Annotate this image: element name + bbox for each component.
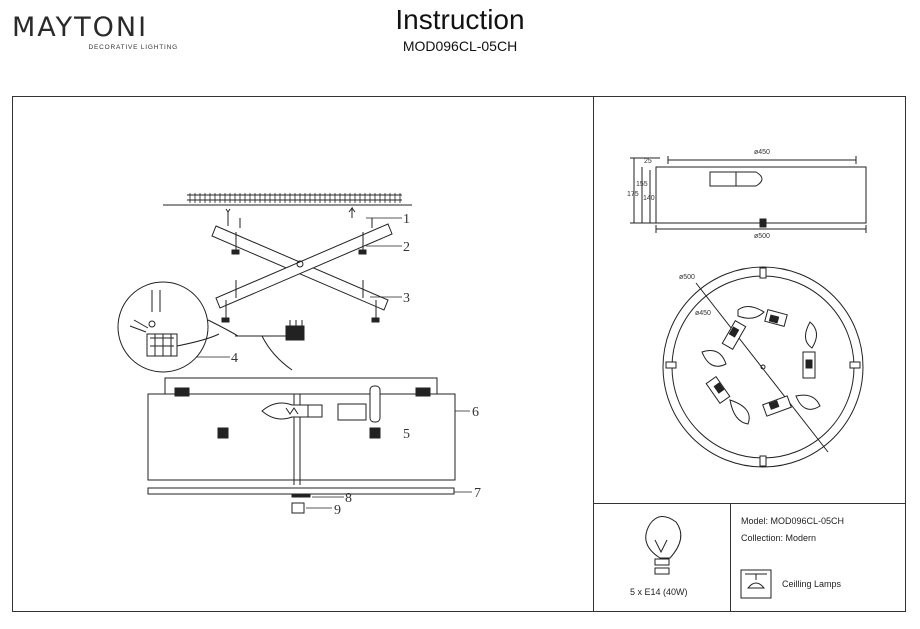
spec-divider [593,503,906,504]
plan-view [662,266,864,468]
dim-height-top: 25 [644,158,652,165]
callout-1: 1 [403,212,410,227]
collection-spec: Collection: Modern [741,533,817,543]
diffuser-plate [147,487,455,495]
page-title: Instruction [395,4,525,35]
callout-2: 2 [403,240,410,255]
canopy-plate [164,377,438,395]
terminal-detail [117,281,305,373]
callout-7: 7 [474,486,481,501]
ceiling-hatch [163,193,412,206]
callout-4: 4 [231,351,238,366]
dim-height-155: 155 [636,181,648,188]
brand-logo: MAYTONI DECORATIVE LIGHTING [12,12,182,52]
dim-plan-outer: ø500 [679,274,695,281]
callout-8: 8 [345,491,352,506]
model-code: MOD096CL-05CH [402,38,518,54]
cross-bracket [211,206,393,323]
side-elevation [630,156,867,233]
dim-top-width: ø450 [754,149,770,156]
dim-plan-inner: ø450 [695,310,711,317]
brand-tagline: DECORATIVE LIGHTING [88,44,178,51]
dim-height-140: 140 [643,195,655,202]
ceiling-lamp-icon [740,569,772,599]
drawing-sheet [12,96,906,612]
sheet-divider [593,96,594,612]
spec-divider-vertical [730,503,731,612]
dim-height-total: 175 [627,191,639,198]
callout-9: 9 [334,503,341,518]
model-spec: Model: MOD096CL-05CH [741,516,845,526]
brand-name: MAYTONI [12,12,149,43]
bulb-spec: 5 x E14 (40W) [630,587,688,597]
bulb-icon [645,516,682,575]
callout-5: 5 [403,427,410,442]
dim-bottom-width: ø500 [754,233,770,240]
callout-6: 6 [472,405,479,420]
callout-3: 3 [403,291,410,306]
category-spec: Ceilling Lamps [782,579,842,589]
